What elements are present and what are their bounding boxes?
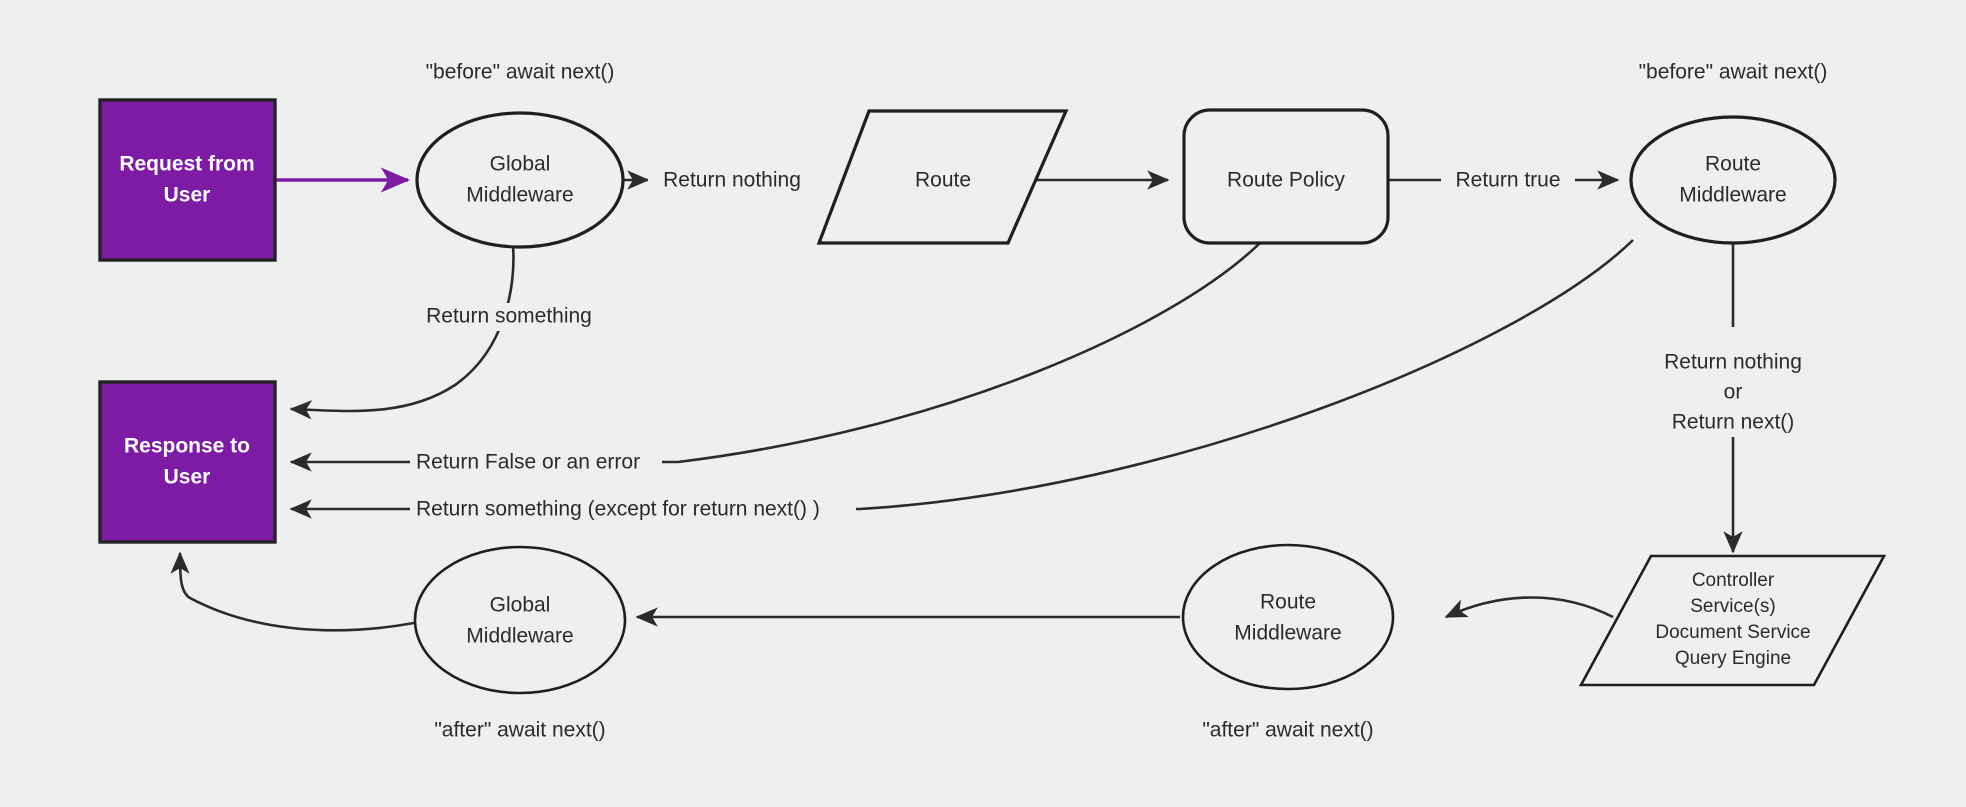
label-bg-return-nothing bbox=[648, 167, 816, 193]
annotation-after-await-global: "after" await next() bbox=[434, 719, 605, 742]
node-global-middleware-bottom[interactable]: Global Middleware bbox=[413, 545, 627, 695]
edge-global-mw-bottom-to-response bbox=[170, 551, 415, 632]
route-middleware-bottom-line1: Route bbox=[1260, 591, 1316, 614]
label-bg-return-true bbox=[1441, 167, 1575, 193]
label-bg-route-mw-down bbox=[1641, 347, 1827, 435]
response-box-line2: User bbox=[164, 466, 211, 489]
route-label: Route bbox=[915, 169, 971, 192]
node-request-from-user[interactable]: Request from User bbox=[98, 98, 277, 262]
route-middleware-top-line2: Middleware bbox=[1679, 184, 1786, 207]
node-controller-services[interactable]: Controller Service(s) Document Service Q… bbox=[1578, 554, 1887, 687]
edge-controller-to-route-middleware-bottom bbox=[1444, 596, 1614, 619]
annotation-before-await-global: "before" await next() bbox=[426, 61, 615, 84]
global-middleware-top-line2: Middleware bbox=[466, 184, 573, 207]
label-bg-return-something bbox=[413, 303, 605, 331]
controller-line2: Service(s) bbox=[1690, 596, 1776, 617]
route-middleware-top-line1: Route bbox=[1705, 153, 1761, 176]
edge-route-policy-return-false bbox=[289, 242, 1261, 472]
edge-label-route-mw-down-line3: Return next() bbox=[1672, 411, 1795, 434]
edge-label-return-true: Return true bbox=[1455, 169, 1560, 192]
node-route-policy[interactable]: Route Policy bbox=[1182, 108, 1390, 245]
annotation-before-await-route: "before" await next() bbox=[1639, 61, 1828, 84]
controller-line1: Controller bbox=[1692, 570, 1775, 591]
response-box-shape bbox=[98, 380, 277, 544]
route-policy-shape bbox=[1182, 108, 1390, 245]
global-middleware-top-shape bbox=[415, 111, 625, 249]
edge-label-route-mw-down-line2: or bbox=[1724, 381, 1743, 404]
controller-line3: Document Service bbox=[1655, 622, 1810, 643]
response-box-line1: Response to bbox=[124, 435, 250, 458]
route-middleware-top-shape bbox=[1629, 115, 1837, 245]
global-middleware-bottom-line1: Global bbox=[490, 594, 551, 617]
edge-route-middleware-return-something bbox=[289, 239, 1634, 519]
route-shape bbox=[816, 109, 1069, 245]
controller-line4: Query Engine bbox=[1675, 648, 1791, 669]
node-route[interactable]: Route bbox=[816, 109, 1069, 245]
edge-label-return-something: Return something bbox=[426, 305, 592, 328]
annotation-after-await-route: "after" await next() bbox=[1202, 719, 1373, 742]
route-policy-label: Route Policy bbox=[1227, 169, 1345, 192]
global-middleware-bottom-shape bbox=[413, 545, 627, 695]
node-response-to-user[interactable]: Response to User bbox=[98, 380, 277, 544]
request-box-shape bbox=[98, 98, 277, 262]
label-bg-return-something-except bbox=[410, 496, 856, 524]
controller-shape bbox=[1578, 554, 1887, 687]
request-box-line1: Request from bbox=[119, 153, 254, 176]
node-route-middleware-bottom[interactable]: Route Middleware bbox=[1181, 543, 1395, 691]
node-global-middleware-top[interactable]: Global Middleware bbox=[415, 111, 625, 249]
edge-label-return-nothing: Return nothing bbox=[663, 169, 801, 192]
global-middleware-bottom-line2: Middleware bbox=[466, 625, 573, 648]
edge-global-middleware-return-something bbox=[289, 245, 515, 420]
route-middleware-bottom-shape bbox=[1181, 543, 1395, 691]
edge-label-return-something-except-next: Return something (except for return next… bbox=[416, 498, 820, 521]
global-middleware-top-line1: Global bbox=[490, 153, 551, 176]
edge-label-route-mw-down-line1: Return nothing bbox=[1664, 351, 1802, 374]
request-box-line2: User bbox=[164, 184, 211, 207]
node-route-middleware-top[interactable]: Route Middleware bbox=[1629, 115, 1837, 245]
edge-label-return-false-or-error: Return False or an error bbox=[416, 451, 640, 474]
route-middleware-bottom-line2: Middleware bbox=[1234, 622, 1341, 645]
label-bg-return-false bbox=[410, 449, 662, 477]
